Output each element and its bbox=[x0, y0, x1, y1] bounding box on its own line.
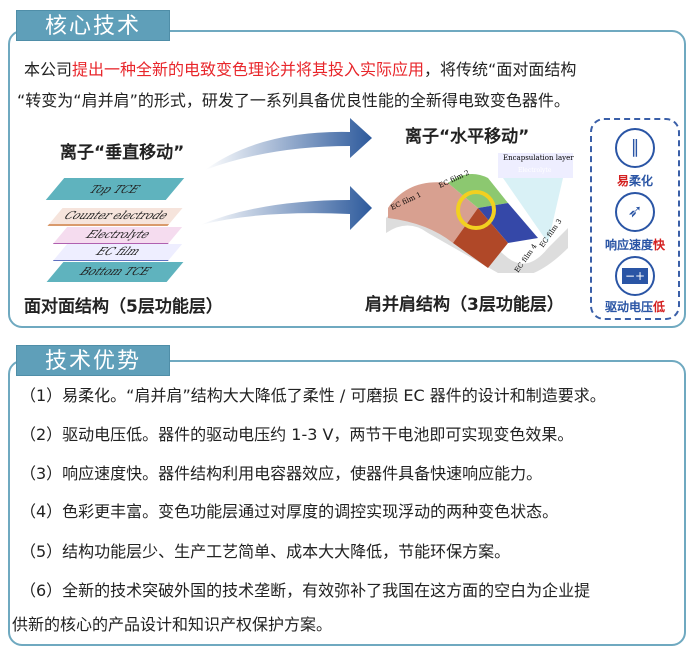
advantage-item: （6）全新的技术突破外国的技术垄断，有效弥补了我国在这方面的空白为企业提 bbox=[20, 581, 591, 600]
vertical-move-heading: 离子“垂直移动” bbox=[60, 143, 185, 163]
intro-highlight: 提出一种全新的电致变色理论并将其投入实际应用 bbox=[72, 60, 425, 79]
flexible-icon: ∥ bbox=[615, 128, 655, 168]
advantage-item: （4）色彩更丰富。变色功能层通过对厚度的调控实现浮动的两种变色状态。 bbox=[20, 502, 559, 521]
rocket-icon: ➶ bbox=[615, 192, 655, 232]
feature-text: 柔化 bbox=[629, 174, 654, 188]
intro-line-2: “转变为“肩并肩”的形式，研发了一系列具备优良性能的全新得电致变色器件。 bbox=[17, 91, 570, 110]
feature-text: 驱动电压 bbox=[604, 300, 653, 314]
advantage-item: 供新的核心的产品设计和知识产权保护方案。 bbox=[12, 615, 333, 634]
intro-line-1: 本公司提出一种全新的电致变色理论并将其投入实际应用，将传统“面对面结构 bbox=[24, 56, 576, 80]
advantage-item: （1）易柔化。“肩并肩”结构大大降低了柔性 / 可磨损 EC 器件的设计和制造要… bbox=[20, 386, 606, 405]
electrolyte-label: Electrolyte bbox=[518, 167, 552, 174]
side-by-side-device-figure: Encapsulation layer Electrolyte EC film … bbox=[386, 153, 574, 273]
arrow-top bbox=[205, 118, 372, 170]
feature-text: 响应速度 bbox=[604, 238, 653, 252]
layer-bottom-tce: Bottom TCE bbox=[46, 262, 184, 282]
feature-low-voltage: 驱动电压低 bbox=[592, 298, 678, 315]
core-tech-panel bbox=[8, 30, 686, 328]
face-to-face-caption: 面对面结构（5层功能层） bbox=[24, 297, 223, 317]
feature-highlight: 易 bbox=[616, 174, 629, 188]
intro-text: 本公司 bbox=[24, 60, 73, 79]
layer-top-tce: Top TCE bbox=[45, 178, 185, 200]
core-tech-title: 核心技术 bbox=[16, 10, 170, 41]
encapsulation-label: Encapsulation layer bbox=[503, 154, 574, 162]
feature-panel: ∥ 易柔化 ➶ 响应速度快 −+ 驱动电压低 bbox=[590, 118, 680, 320]
side-by-side-caption: 肩并肩结构（3层功能层） bbox=[365, 295, 564, 315]
battery-icon: −+ bbox=[615, 256, 655, 296]
advantage-item: （5）结构功能层少、生产工艺简单、成本大大降低，节能环保方案。 bbox=[20, 542, 511, 561]
advantage-item: （2）驱动电压低。器件的驱动电压约 1-3 V，两节干电池即可实现变色效果。 bbox=[20, 425, 574, 444]
arrows bbox=[200, 118, 372, 230]
feature-highlight: 快 bbox=[653, 238, 666, 252]
advantage-item: （3）响应速度快。器件结构利用电容器效应，使器件具备快速响应能力。 bbox=[20, 464, 543, 483]
arrow-bottom bbox=[200, 186, 372, 230]
feature-flexible: 易柔化 bbox=[592, 172, 678, 189]
feature-fast-response: 响应速度快 bbox=[592, 236, 678, 253]
horizontal-move-heading: 离子“水平移动” bbox=[405, 127, 530, 147]
advantages-title: 技术优势 bbox=[16, 345, 170, 376]
advantages-panel bbox=[8, 360, 686, 646]
layer-electrolyte: Electrolyte bbox=[52, 227, 183, 244]
intro-text: ，将传统“面对面结构 bbox=[424, 60, 577, 79]
feature-highlight: 低 bbox=[653, 300, 666, 314]
layer-counter-electrode: Counter electrode bbox=[47, 208, 183, 226]
layer-ec-film: EC film bbox=[52, 244, 183, 261]
